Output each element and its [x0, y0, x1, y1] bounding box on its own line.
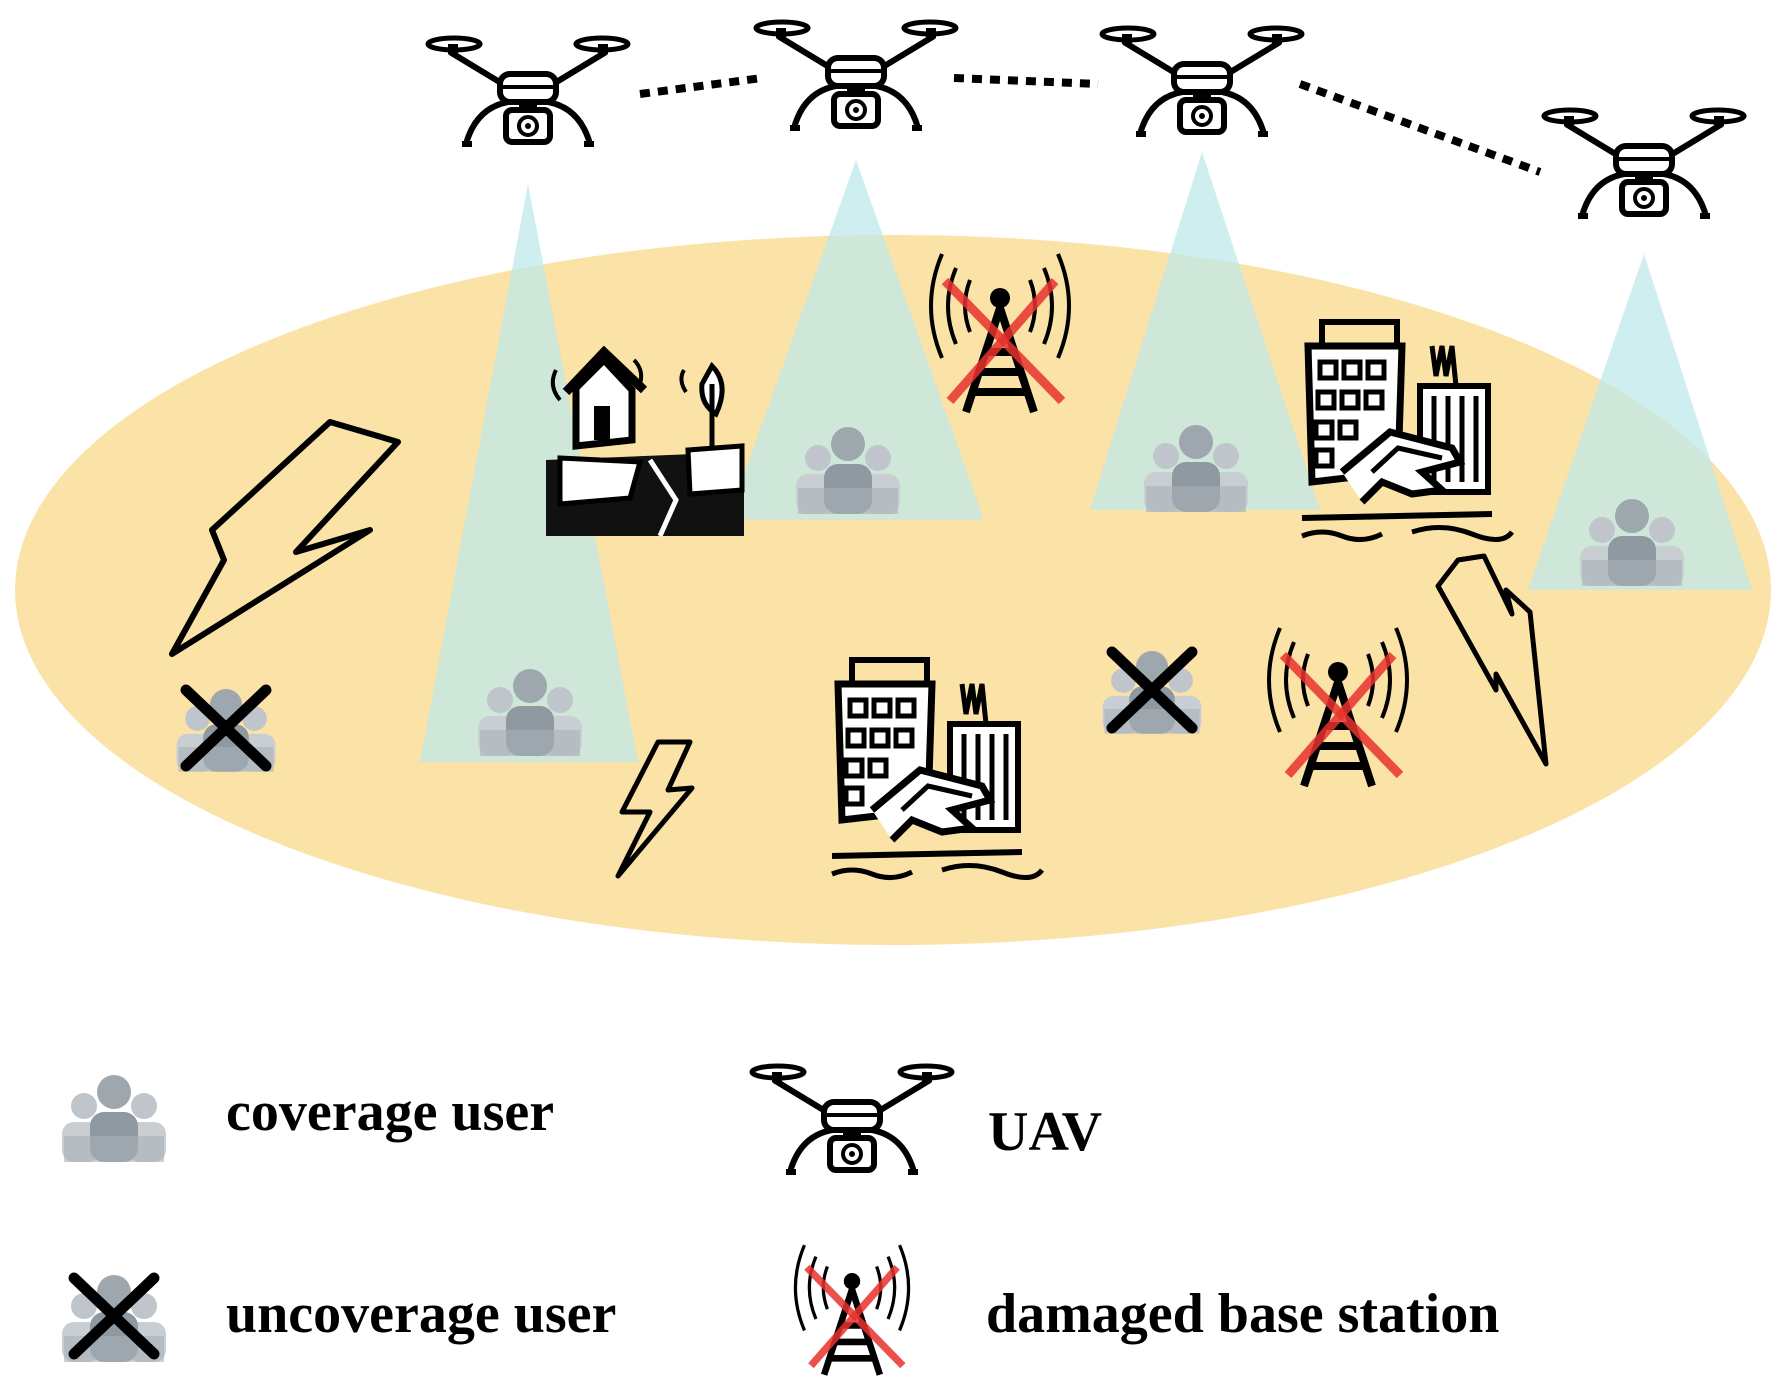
lightning-icon	[169, 419, 401, 657]
legend-uav-icon	[752, 1066, 952, 1172]
uav-icon	[756, 22, 956, 128]
uav-icon	[1544, 110, 1744, 216]
coverage-beam-2	[728, 160, 984, 520]
legend-damaged-base-station-label: damaged base station	[986, 1283, 1499, 1345]
coverage-beam-4	[1528, 254, 1752, 590]
legend-coverage-user-icon	[62, 1075, 166, 1162]
uav-links	[639, 74, 1542, 176]
coverage-beam-3	[1090, 152, 1320, 510]
uav-icon	[1102, 28, 1302, 134]
legend-uav-label: UAV	[988, 1101, 1102, 1163]
earthquake-house-icon	[546, 345, 745, 538]
lightning-icon	[615, 739, 695, 879]
legend: coverage user uncoverage user UAV damage…	[62, 1066, 1499, 1375]
legend-uncoverage-user-label: uncoverage user	[226, 1283, 616, 1345]
legend-uncoverage-user-icon	[62, 1275, 166, 1362]
coverage-beam-1	[420, 184, 638, 762]
uav-icon	[428, 38, 628, 144]
legend-damaged-base-station-icon	[795, 1245, 908, 1375]
lightning-icon	[1435, 553, 1549, 767]
legend-coverage-user-label: coverage user	[226, 1081, 554, 1143]
coverage-beams	[420, 152, 1752, 762]
